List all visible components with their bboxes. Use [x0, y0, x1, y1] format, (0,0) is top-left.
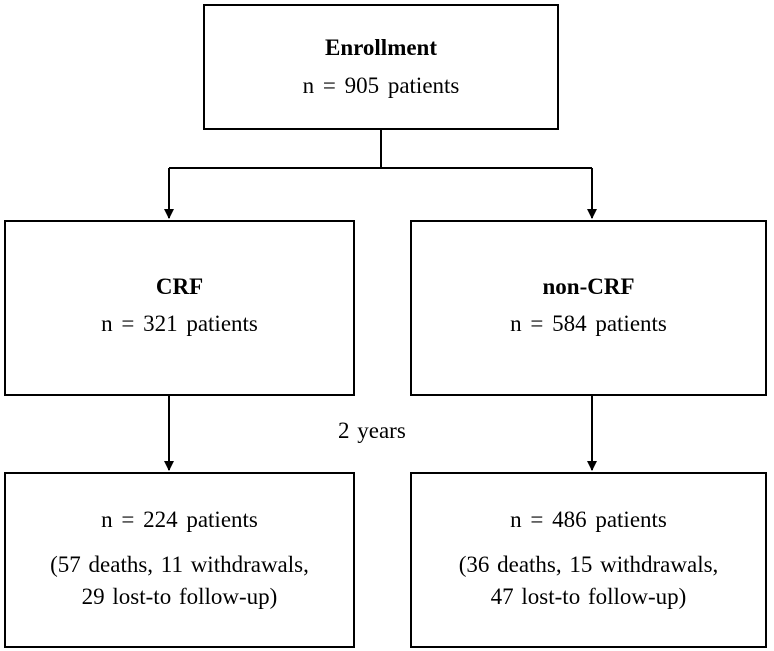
enrollment-title: Enrollment [324, 35, 438, 60]
follow-up-duration-label: 2 years [338, 418, 406, 443]
noncrf-outcome-details: (36 deaths, 15 withdrawals, 47 lost-to f… [412, 549, 765, 613]
noncrf-outcome-detail-line2: 47 lost-to follow-up) [490, 584, 687, 609]
noncrf-group-title: non-CRF [542, 274, 635, 299]
crf-outcome-box: n = 224 patients (57 deaths, 11 withdraw… [4, 472, 355, 648]
noncrf-group-box: non-CRF n = 584 patients [410, 220, 767, 396]
enrollment-box: Enrollment n = 905 patients [203, 4, 559, 130]
noncrf-outcome-count: n = 486 patients [510, 507, 667, 532]
crf-outcome-detail-line2: 29 lost-to follow-up) [81, 584, 278, 609]
crf-outcome-detail-line1: (57 deaths, 11 withdrawals, [50, 552, 309, 577]
crf-group-count: n = 321 patients [101, 311, 258, 336]
crf-outcome-details: (57 deaths, 11 withdrawals, 29 lost-to f… [6, 549, 353, 613]
crf-outcome-count: n = 224 patients [101, 507, 258, 532]
crf-group-title: CRF [155, 274, 204, 299]
noncrf-outcome-box: n = 486 patients (36 deaths, 15 withdraw… [410, 472, 767, 648]
noncrf-group-count: n = 584 patients [510, 311, 667, 336]
noncrf-outcome-detail-line1: (36 deaths, 15 withdrawals, [458, 552, 719, 577]
crf-group-box: CRF n = 321 patients [4, 220, 355, 396]
enrollment-count: n = 905 patients [302, 73, 460, 98]
